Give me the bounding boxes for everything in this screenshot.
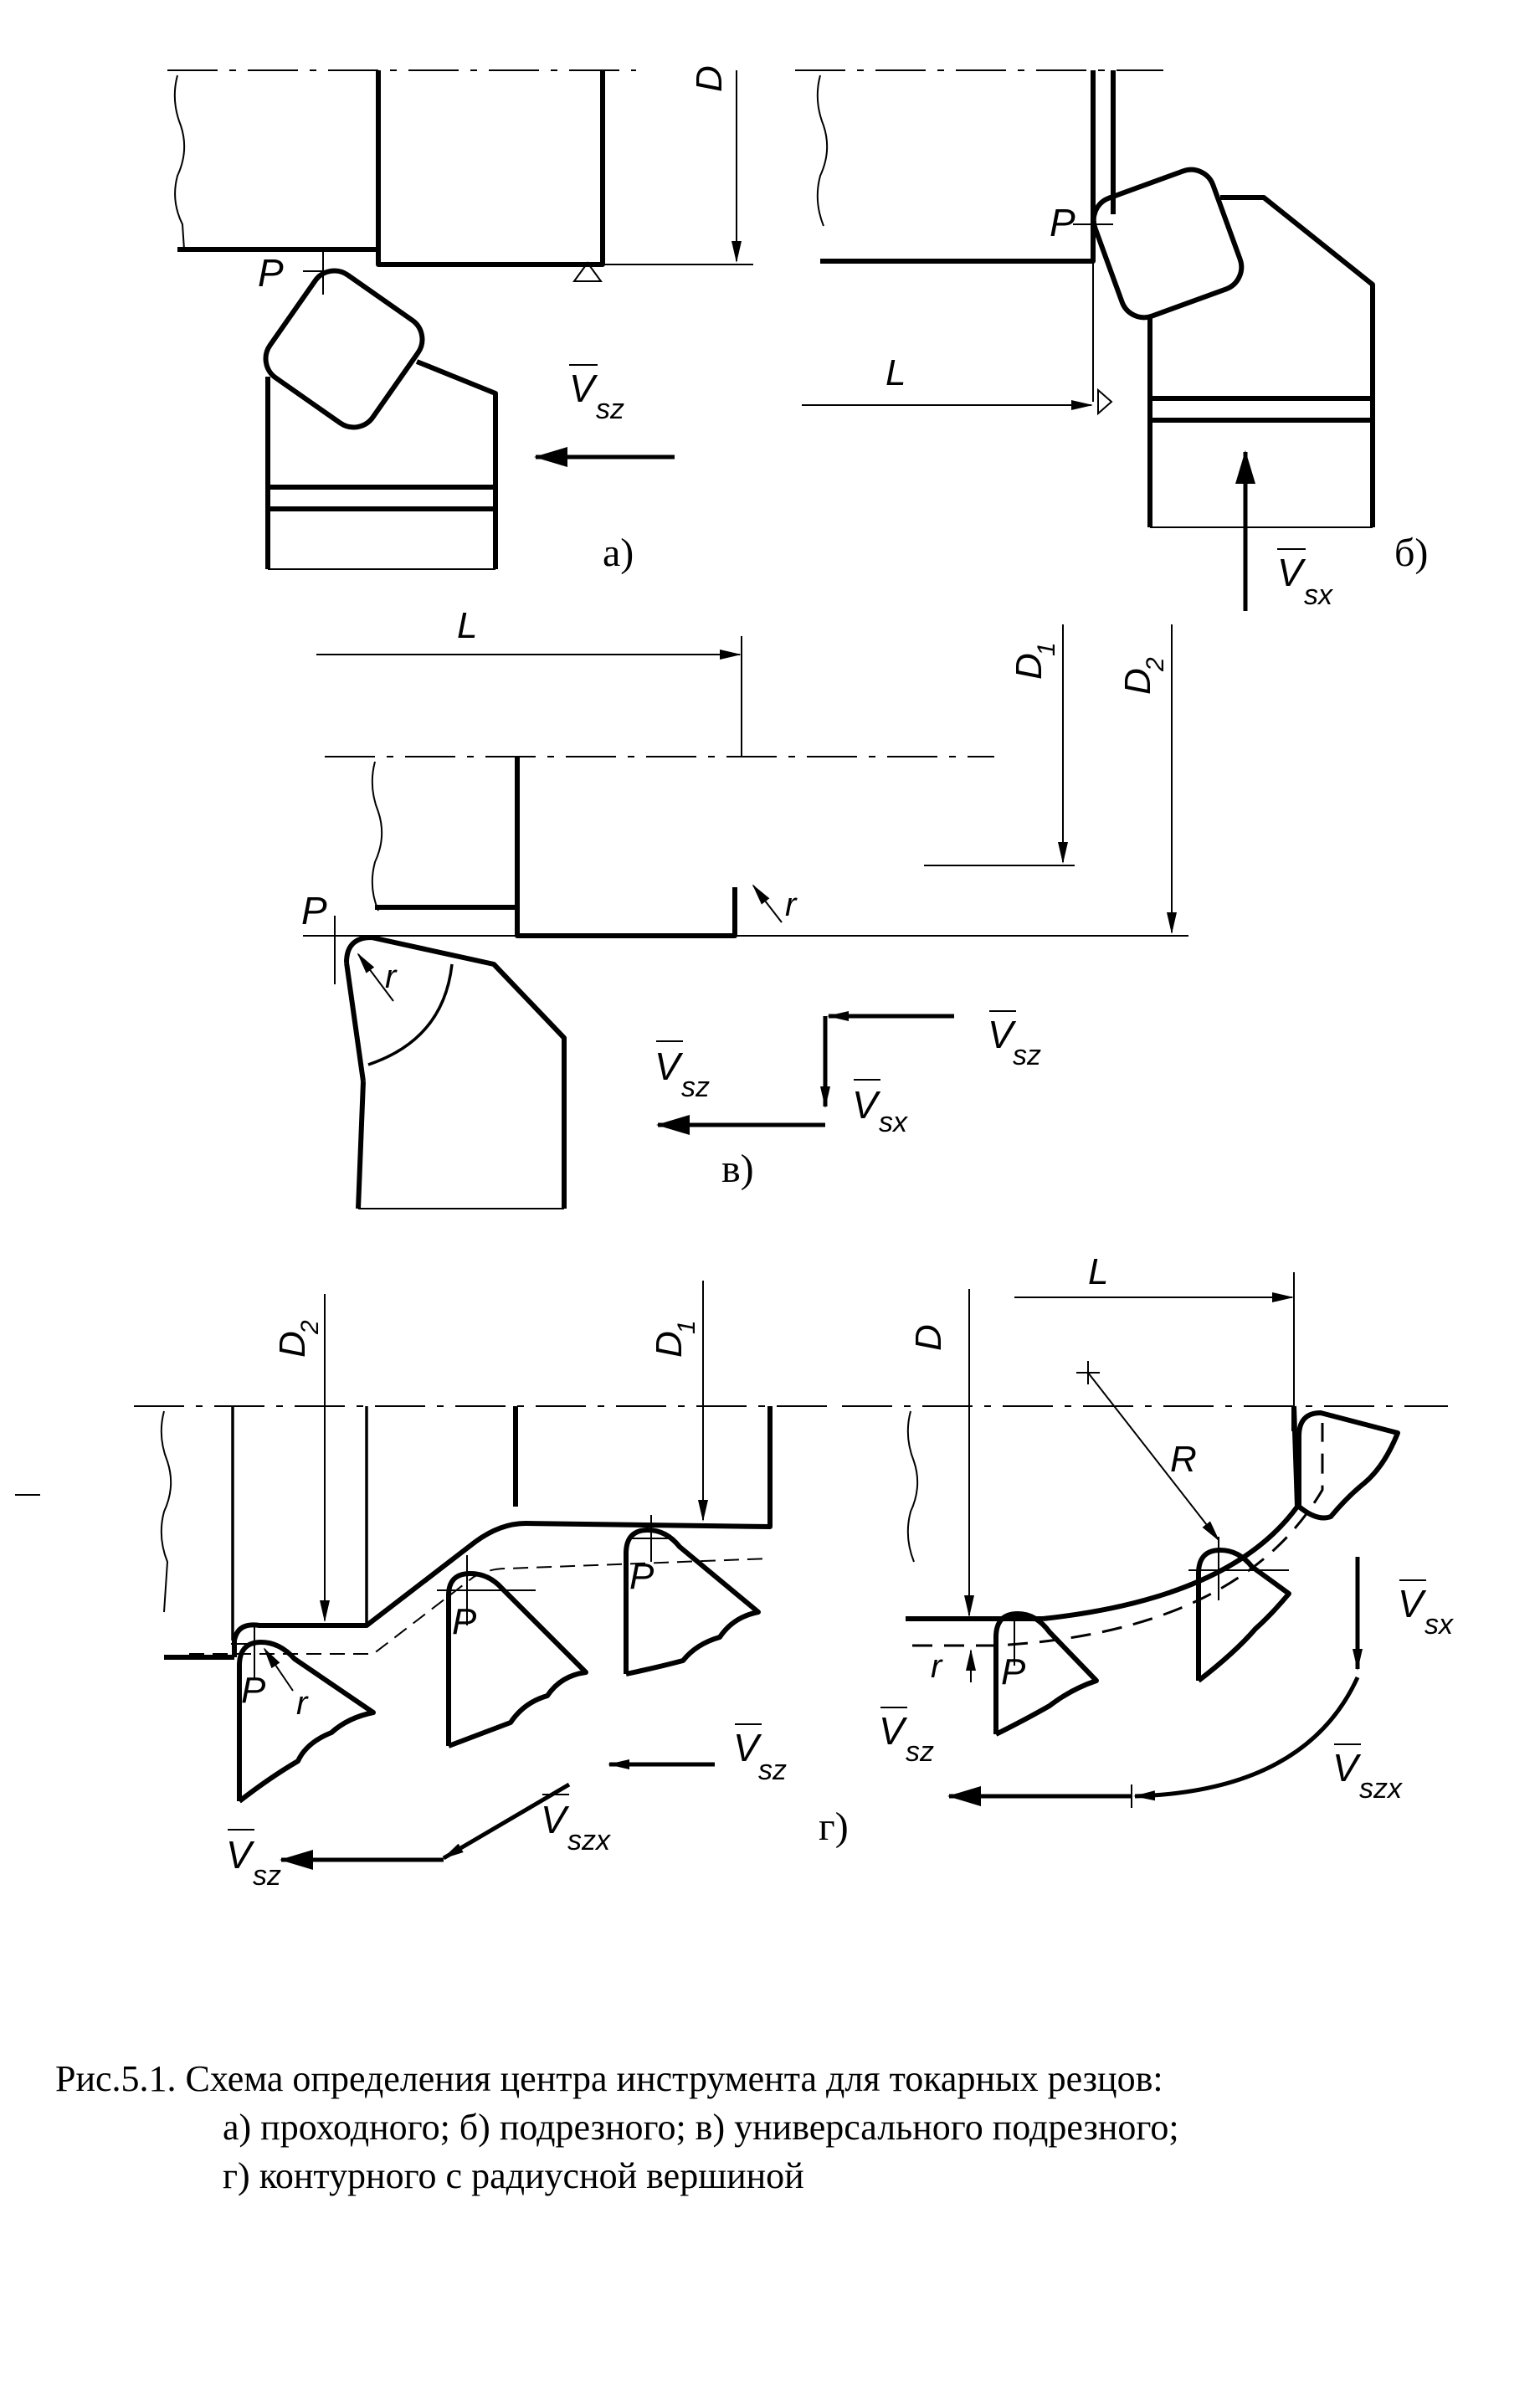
- label-P-2: P: [452, 1601, 477, 1642]
- panel-label-g: г): [819, 1805, 849, 1849]
- panel-label-a: а): [603, 531, 634, 575]
- feed-label-V-top: V: [988, 1013, 1017, 1056]
- break-line: [160, 1410, 172, 1613]
- tool-flank: [344, 962, 366, 1082]
- panel-a: D P V sz а): [167, 65, 753, 575]
- label-D: D: [908, 1324, 949, 1351]
- panel-label-v: в): [721, 1147, 754, 1191]
- feed-label-sub-sx: sx: [879, 1107, 908, 1138]
- tool-3: [624, 1528, 761, 1677]
- workpiece-profile: [515, 757, 737, 938]
- radius-arrow-r-tool: [357, 953, 394, 1002]
- break-line: [906, 1410, 919, 1563]
- label-r: r: [931, 1648, 943, 1685]
- panel-v: L D 1 D 2 r P r V sz V sx V sz в): [301, 605, 1188, 1209]
- feed-label-V: V: [1277, 551, 1306, 594]
- label-P: P: [258, 251, 284, 295]
- label-P-bottom: P: [1001, 1651, 1026, 1692]
- feed-label-V-szx: V: [541, 1798, 570, 1841]
- panel-g-left: D 2 D 1 P r P P V sz V szx V sz г): [15, 1281, 849, 1892]
- label-r-tool: r: [385, 958, 398, 995]
- label-D: D: [689, 65, 730, 92]
- label-P-1: P: [241, 1670, 266, 1711]
- feed-label-sub-bottom: sz: [253, 1860, 281, 1892]
- workpiece-radius-profile: [1042, 1405, 1300, 1621]
- tool-path-dashed: [189, 1558, 771, 1655]
- figure-caption: Рис.5.1. Схема определения центра инстру…: [55, 2055, 1528, 2200]
- label-L: L: [1088, 1251, 1108, 1292]
- tool-1: [237, 1640, 376, 1804]
- tool-insert: [263, 268, 425, 430]
- label-P: P: [301, 889, 327, 932]
- label-D2: D: [272, 1331, 313, 1358]
- label-D1-sub: 1: [673, 1320, 701, 1334]
- feed-label-V-sx: V: [852, 1083, 881, 1127]
- label-R: R: [1170, 1439, 1197, 1480]
- tool-arc: [367, 963, 454, 1066]
- tool-2: [446, 1571, 588, 1748]
- caption-line-1: Рис.5.1. Схема определения центра инстру…: [55, 2058, 1163, 2099]
- panel-label-b: б): [1394, 531, 1428, 575]
- label-D2: D: [1117, 668, 1158, 695]
- feed-label-V: V: [569, 367, 598, 410]
- radius-arrow-r: [752, 884, 783, 923]
- label-r: r: [785, 886, 798, 923]
- break-line: [173, 74, 186, 250]
- label-P: P: [1050, 201, 1075, 244]
- label-L: L: [886, 352, 906, 393]
- feed-label-V-top: V: [733, 1726, 762, 1769]
- feed-arrow-Vszx: [442, 1782, 571, 1861]
- tool-insert: [1091, 167, 1245, 321]
- caption-line-3: г) контурного с радиусной вершиной: [223, 2155, 804, 2196]
- label-L: L: [457, 605, 477, 646]
- feed-label-V-bottom: V: [226, 1833, 255, 1877]
- feed-label-sub-szx: szx: [1359, 1773, 1403, 1805]
- label-D2-sub: 2: [296, 1320, 324, 1335]
- panel-g-right: D L R P r V sx V szx V sz: [842, 1251, 1454, 1808]
- break-line: [371, 761, 383, 911]
- feed-label-sub-bottom: sz: [681, 1071, 710, 1103]
- panel-b: P L V sx б): [795, 69, 1428, 611]
- feed-label-sub-top: sz: [1013, 1040, 1041, 1071]
- feed-label-sub-sx: sx: [1424, 1609, 1454, 1641]
- tool-holder-right: [1220, 195, 1375, 527]
- label-D1-sub: 1: [1033, 642, 1060, 656]
- feed-label-V-sz: V: [879, 1709, 908, 1753]
- surface-mark: [572, 261, 603, 282]
- feed-arrow-Vszx: [1133, 1676, 1360, 1801]
- label-r: r: [296, 1685, 309, 1722]
- break-line: [816, 74, 829, 227]
- radius-arrow-r: [263, 1647, 294, 1692]
- feed-label-sub-sz: sz: [906, 1736, 934, 1768]
- workpiece-step: [376, 70, 605, 267]
- feed-label-sub-top: sz: [758, 1754, 787, 1786]
- label-D2-sub: 2: [1142, 657, 1169, 672]
- tool-top: [1296, 1410, 1400, 1521]
- tool-holder-right: [415, 359, 498, 569]
- caption-line-2: а) проходного; б) подрезного; в) универс…: [223, 2107, 1179, 2148]
- tool-body: [344, 935, 567, 1209]
- feed-label-V-szx: V: [1332, 1746, 1362, 1790]
- feed-label-V-bottom: V: [654, 1045, 684, 1088]
- workpiece-profile: [232, 1406, 773, 1657]
- label-D1: D: [649, 1331, 690, 1358]
- tool-bottom: [993, 1611, 1099, 1737]
- feed-label-sub: sx: [1304, 579, 1333, 611]
- tool-middle: [1196, 1548, 1291, 1683]
- feed-label-V-sx: V: [1398, 1582, 1427, 1625]
- label-D1: D: [1009, 653, 1050, 680]
- tool-path-dashed: [912, 1423, 1324, 1647]
- radius-arrow-R: [1087, 1372, 1220, 1542]
- feed-label-sub-szx: szx: [567, 1825, 611, 1856]
- surface-mark: [1097, 388, 1113, 416]
- feed-label-sub: sz: [596, 393, 624, 425]
- label-P-3: P: [629, 1556, 654, 1597]
